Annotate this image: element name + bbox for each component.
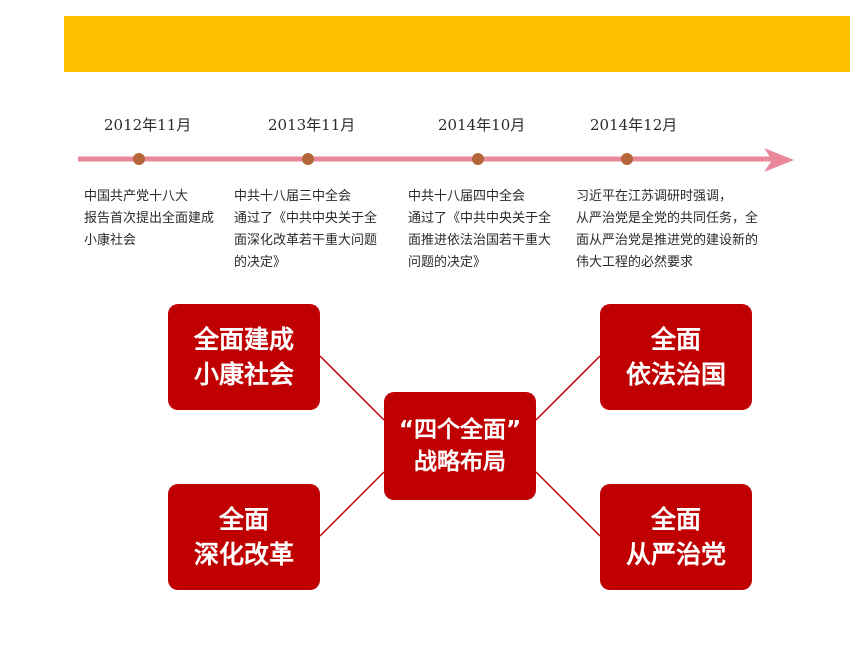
connector-bottom-left bbox=[319, 471, 385, 537]
box-bottom-left-line1: 全面 bbox=[218, 505, 269, 534]
timeline-arrowhead bbox=[764, 148, 794, 172]
box-center-line2: 战略布局 bbox=[414, 449, 506, 475]
timeline-date-3: 2014年10月 bbox=[438, 116, 526, 134]
timeline-date-2: 2013年11月 bbox=[268, 116, 356, 134]
timeline-dot-3 bbox=[472, 153, 484, 165]
timeline-event-4: 习近平在江苏调研时强调， 从严治党是全党的共同任务，全 面从严治党是推进党的建设… bbox=[576, 189, 759, 270]
box-top-right-line1: 全面 bbox=[650, 325, 701, 354]
timeline-date-1: 2012年11月 bbox=[104, 116, 192, 134]
box-bottom-right-line1: 全面 bbox=[650, 505, 701, 534]
box-bottom-right: 全面 从严治党 bbox=[600, 484, 752, 590]
box-top-right-line2: 依法治国 bbox=[625, 360, 726, 389]
timeline-date-4: 2014年12月 bbox=[590, 116, 678, 134]
connector-top-left bbox=[319, 355, 385, 421]
timeline-event-3: 中共十八届四中全会 通过了《中共中央关于全 面推进依法治国若干重大 问题的决定》 bbox=[408, 189, 552, 270]
timeline-event-2: 中共十八届三中全会 通过了《中共中央关于全 面深化改革若干重大问题 的决定》 bbox=[234, 189, 378, 270]
box-center-line1: “四个全面” bbox=[398, 417, 522, 443]
timeline-dot-2 bbox=[302, 153, 314, 165]
box-bottom-right-line2: 从严治党 bbox=[625, 540, 726, 569]
header-bar bbox=[64, 16, 850, 72]
timeline-dot-1 bbox=[133, 153, 145, 165]
connector-top-right bbox=[535, 355, 601, 421]
box-bottom-left-line2: 深化改革 bbox=[193, 540, 294, 569]
box-center: “四个全面” 战略布局 bbox=[384, 392, 536, 500]
box-top-right: 全面 依法治国 bbox=[600, 304, 752, 410]
timeline-dot-4 bbox=[621, 153, 633, 165]
connector-bottom-right bbox=[535, 471, 601, 537]
box-top-left-line2: 小康社会 bbox=[193, 360, 294, 389]
box-bottom-left: 全面 深化改革 bbox=[168, 484, 320, 590]
timeline-event-1: 中国共产党十八大 报告首次提出全面建成 小康社会 bbox=[84, 189, 215, 248]
box-top-left: 全面建成 小康社会 bbox=[168, 304, 320, 410]
box-top-left-line1: 全面建成 bbox=[193, 325, 294, 354]
